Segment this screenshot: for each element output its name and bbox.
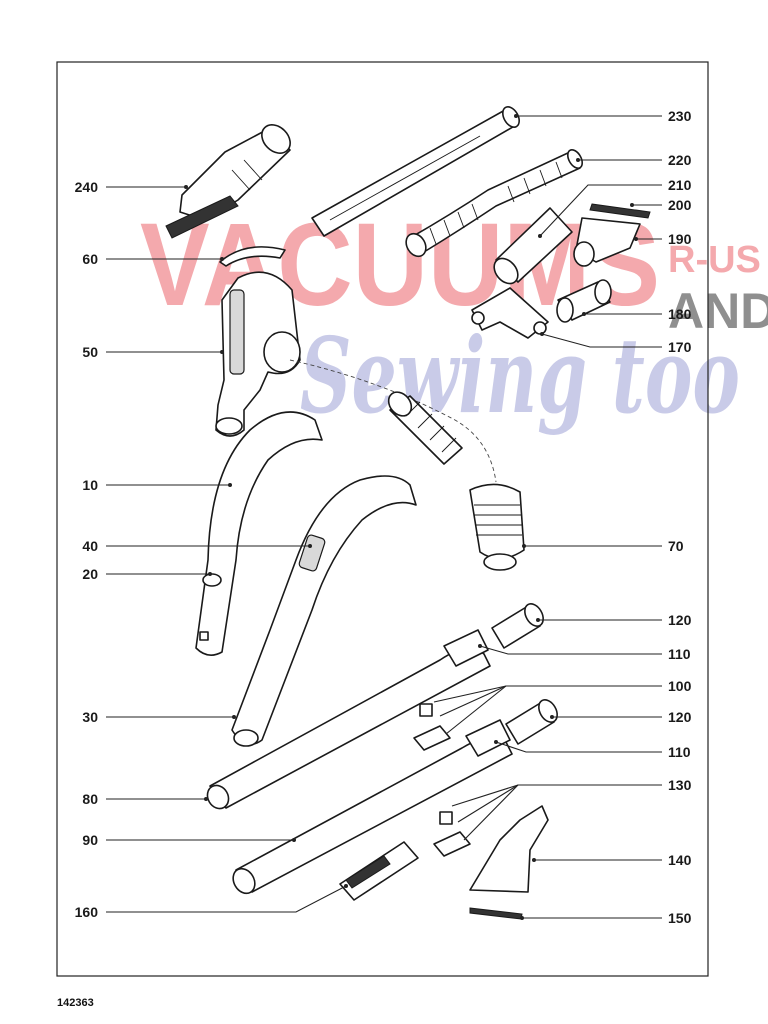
- part-lock-100: [413, 703, 451, 751]
- svg-text:60: 60: [82, 251, 98, 267]
- part-brush-160: [339, 841, 419, 901]
- part-dusting-brush: [165, 124, 291, 239]
- svg-text:160: 160: [75, 904, 99, 920]
- svg-text:50: 50: [82, 344, 98, 360]
- svg-text:130: 130: [668, 777, 692, 793]
- svg-text:40: 40: [82, 538, 98, 554]
- callout-180: 180: [582, 306, 692, 322]
- part-strip-150: [469, 907, 523, 920]
- part-handle-30: [231, 475, 417, 747]
- callout-110-top: 110: [478, 644, 691, 662]
- callout-30: 30: [82, 709, 236, 725]
- callout-60: 60: [82, 251, 224, 267]
- callout-150: 150: [520, 910, 692, 926]
- part-nozzle-190: [573, 203, 651, 267]
- part-nozzle-180: [556, 279, 612, 323]
- part-handle-50: [215, 271, 301, 437]
- callout-10: 10: [82, 477, 232, 493]
- callout-170: 170: [540, 332, 692, 355]
- part-crevice-140: [469, 805, 549, 893]
- svg-text:170: 170: [668, 339, 692, 355]
- svg-text:120: 120: [668, 709, 692, 725]
- svg-text:70: 70: [668, 538, 684, 554]
- callout-20: 20: [82, 566, 212, 582]
- watermark-line3: Sewing too: [300, 314, 740, 437]
- svg-text:180: 180: [668, 306, 692, 322]
- svg-text:120: 120: [668, 612, 692, 628]
- callouts: 240 60 50 10 40 20 30 80: [75, 108, 692, 926]
- svg-text:140: 140: [668, 852, 692, 868]
- part-lock-130: [433, 811, 471, 857]
- svg-text:150: 150: [668, 910, 692, 926]
- part-clip: [219, 246, 286, 267]
- callout-80: 80: [82, 791, 208, 807]
- callout-40: 40: [82, 538, 312, 554]
- svg-text:90: 90: [82, 832, 98, 848]
- svg-text:80: 80: [82, 791, 98, 807]
- svg-text:230: 230: [668, 108, 692, 124]
- part-tube-90: [232, 719, 513, 895]
- svg-text:100: 100: [668, 678, 692, 694]
- callout-120-bottom: 120: [550, 709, 692, 725]
- diagram-frame: [56, 61, 709, 977]
- callout-160: 160: [75, 884, 348, 920]
- callout-240: 240: [75, 179, 188, 195]
- svg-text:240: 240: [75, 179, 99, 195]
- svg-text:200: 200: [668, 197, 692, 213]
- callout-210: 210: [538, 177, 692, 238]
- document-number: 142363: [57, 997, 94, 1009]
- routing-line: [289, 359, 497, 483]
- part-flex-hose-220: [405, 149, 584, 258]
- part-swivel-70: [469, 483, 525, 571]
- svg-text:20: 20: [82, 566, 98, 582]
- callout-90: 90: [82, 832, 296, 848]
- svg-text:110: 110: [668, 744, 691, 760]
- svg-text:10: 10: [82, 477, 98, 493]
- callout-220: 220: [576, 152, 692, 168]
- watermark-line2b: AND: [668, 283, 768, 339]
- svg-text:190: 190: [668, 231, 692, 247]
- callout-110-bottom: 110: [494, 740, 691, 760]
- parts: [165, 106, 651, 920]
- part-holder-170: [471, 287, 549, 339]
- callout-230: 230: [514, 108, 692, 124]
- part-handle-10: [195, 411, 323, 656]
- callout-100: 100: [433, 678, 692, 735]
- part-connector-hose: [387, 391, 463, 465]
- callout-70: 70: [522, 538, 684, 554]
- callout-120-top: 120: [536, 612, 692, 628]
- callout-140: 140: [532, 852, 692, 868]
- callout-200: 200: [630, 197, 692, 213]
- part-tube-80: [206, 629, 491, 810]
- svg-text:110: 110: [668, 646, 691, 662]
- callout-130: 130: [451, 777, 692, 841]
- callout-190: 190: [634, 231, 692, 247]
- part-wand-230: [311, 106, 520, 237]
- callout-50: 50: [82, 344, 224, 360]
- watermark-line2a: R-US: [668, 239, 761, 281]
- svg-text:210: 210: [668, 177, 692, 193]
- svg-text:220: 220: [668, 152, 692, 168]
- svg-text:30: 30: [82, 709, 98, 725]
